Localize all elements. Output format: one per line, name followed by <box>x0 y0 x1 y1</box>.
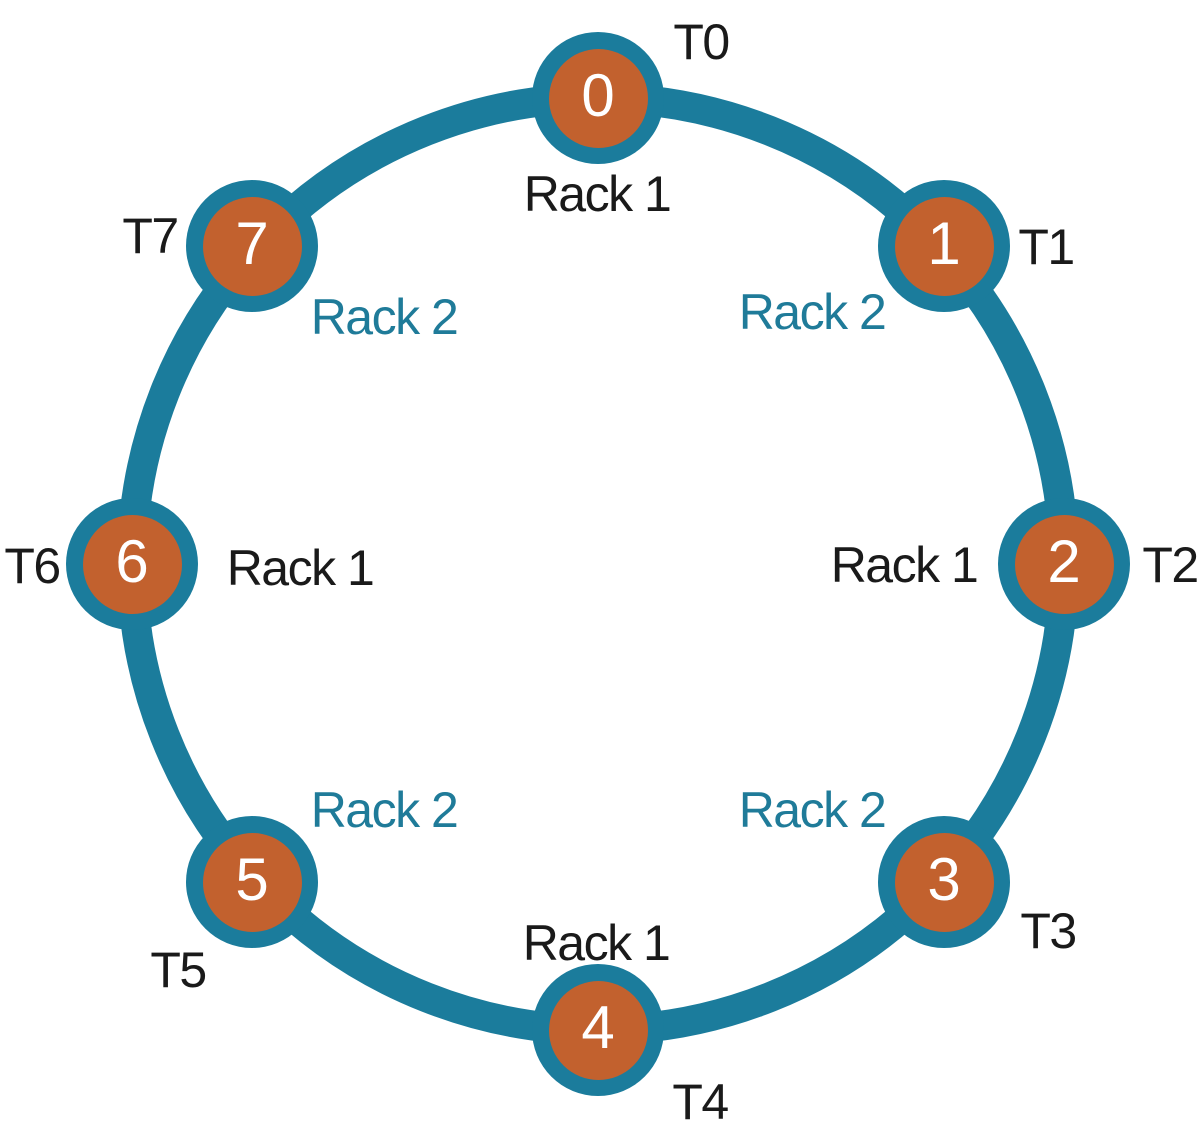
node-1-id: 1 <box>927 210 961 277</box>
node-5-id: 5 <box>235 846 269 913</box>
label-t0: T0 <box>673 14 730 70</box>
node-5: 5 <box>186 816 318 948</box>
node-2-id: 2 <box>1047 528 1081 595</box>
node-7: 7 <box>186 180 318 312</box>
node-6: 6 <box>66 498 198 630</box>
label-rack-node2: Rack 1 <box>830 537 979 593</box>
label-t4: T4 <box>672 1074 729 1130</box>
node-7-circle: 7 <box>202 196 302 296</box>
label-rack-node1: Rack 2 <box>738 284 887 340</box>
node-2: 2 <box>998 498 1130 630</box>
node-2-circle: 2 <box>1014 514 1114 614</box>
node-4: 4 <box>532 964 664 1096</box>
node-6-circle: 6 <box>82 514 182 614</box>
node-4-circle: 4 <box>548 980 648 1080</box>
node-0-id: 0 <box>581 62 615 129</box>
node-1: 1 <box>878 180 1010 312</box>
node-3: 3 <box>878 816 1010 948</box>
label-rack-node3: Rack 2 <box>738 782 887 838</box>
node-3-id: 3 <box>927 846 961 913</box>
label-t5: T5 <box>150 942 207 998</box>
node-0-circle: 0 <box>548 48 648 148</box>
node-5-circle: 5 <box>202 832 302 932</box>
label-t1: T1 <box>1018 219 1075 275</box>
label-rack-node6: Rack 1 <box>226 540 375 596</box>
label-t2: T2 <box>1142 537 1199 593</box>
label-rack-node4: Rack 1 <box>522 915 671 971</box>
label-t3: T3 <box>1020 903 1077 959</box>
node-0: 0 <box>532 32 664 164</box>
node-7-id: 7 <box>235 210 269 277</box>
label-rack-node0: Rack 1 <box>523 166 672 222</box>
node-6-id: 6 <box>115 528 149 595</box>
label-t6: T6 <box>4 538 61 594</box>
label-rack-node7: Rack 2 <box>310 289 459 345</box>
node-3-circle: 3 <box>894 832 994 932</box>
node-1-circle: 1 <box>894 196 994 296</box>
node-4-id: 4 <box>581 994 615 1061</box>
label-rack-node5: Rack 2 <box>310 782 459 838</box>
label-t7: T7 <box>122 208 179 264</box>
